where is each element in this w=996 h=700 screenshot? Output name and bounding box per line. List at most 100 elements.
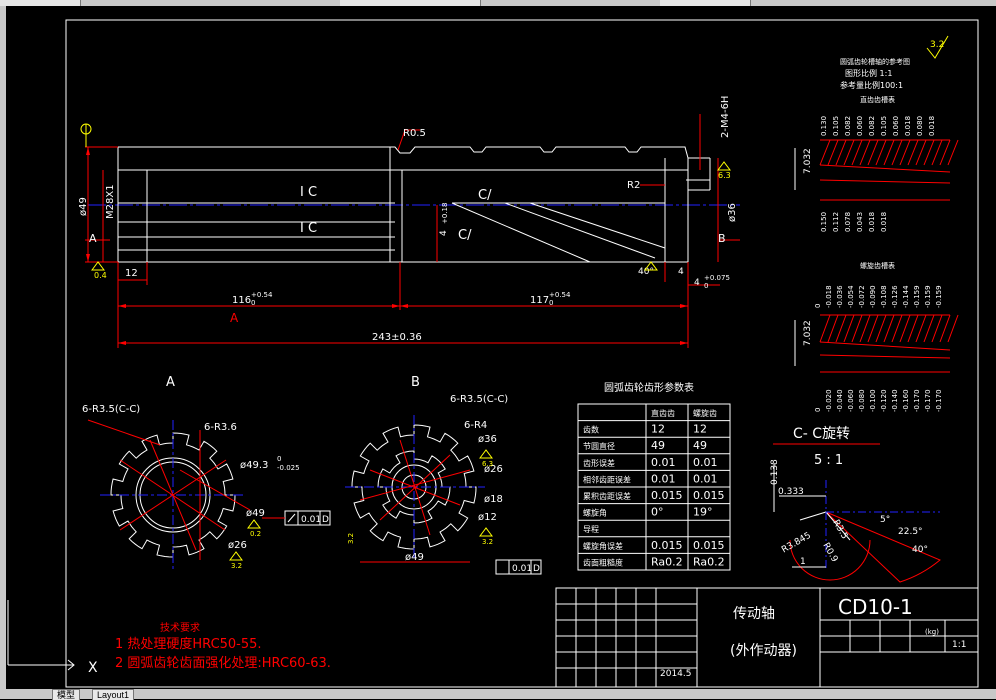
svg-text:A: A [230, 311, 239, 325]
svg-text:6.3: 6.3 [718, 171, 731, 180]
hatch-line [907, 139, 919, 166]
svg-text:6-R4: 6-R4 [464, 420, 487, 431]
spec-value: 0 [814, 408, 822, 412]
spec-value: -0.100 [869, 389, 877, 412]
toolbar-segment[interactable] [0, 0, 81, 6]
hatch-line [875, 139, 887, 166]
svg-text:1:1: 1:1 [952, 640, 966, 650]
svg-text:0.138: 0.138 [770, 459, 780, 485]
spec-value: 0.150 [820, 212, 828, 232]
spec-value: -0.144 [902, 285, 910, 308]
hatch-line [827, 139, 839, 166]
svg-text:5°: 5° [880, 515, 890, 525]
svg-text:40°: 40° [912, 545, 928, 555]
svg-text:6-R3.5(C-C): 6-R3.5(C-C) [450, 394, 508, 405]
table-cell: 0.01 [651, 472, 676, 485]
hatch-line [827, 314, 839, 343]
spec-value: -0.108 [880, 285, 888, 308]
spec-value: -0.018 [825, 285, 833, 308]
table-cell: 19° [693, 506, 713, 519]
svg-text:0.2: 0.2 [250, 530, 261, 538]
svg-text:0.4: 0.4 [94, 271, 107, 280]
svg-text:ø49: ø49 [405, 552, 424, 563]
hatch-line [899, 139, 911, 166]
svg-text:I C: I C [300, 221, 317, 236]
hatch-line [891, 314, 903, 343]
svg-text:+0.18: +0.18 [441, 203, 449, 224]
spec-value: -0.159 [924, 285, 932, 308]
spec-value: -0.060 [847, 389, 855, 412]
table-cell: 0.01 [693, 456, 718, 469]
hatch-line [907, 314, 919, 343]
svg-text:6.3: 6.3 [482, 460, 493, 468]
svg-text:M28X1: M28X1 [105, 184, 116, 219]
svg-text:12: 12 [125, 268, 138, 279]
svg-text:0.01: 0.01 [512, 564, 532, 574]
svg-text:技术要求: 技术要求 [160, 621, 200, 634]
spec-value: -0.160 [902, 389, 910, 412]
shaft-view: R0.5 R2 ø49 M28X1 ø36 2-M4-6H I C I C C/… [78, 96, 740, 348]
tab-layout1[interactable]: Layout1 [92, 689, 135, 700]
svg-text:ø36: ø36 [727, 203, 738, 222]
svg-text:1: 1 [800, 557, 806, 567]
spec-value: 0.082 [868, 116, 876, 136]
svg-text:R0.9: R0.9 [820, 541, 839, 564]
toolbar-segment[interactable] [340, 0, 481, 6]
svg-text:X: X [88, 660, 98, 676]
title-bar [0, 0, 996, 6]
hatch-line [859, 314, 871, 343]
spec-value: -0.170 [913, 389, 921, 412]
spec-value: -0.080 [858, 389, 866, 412]
table-cell: 螺旋角 [583, 508, 607, 518]
table-cell: 螺旋齿 [693, 408, 717, 418]
svg-text:-0.025: -0.025 [277, 464, 300, 472]
svg-text:6-R3.5(C-C): 6-R3.5(C-C) [82, 404, 140, 415]
svg-text:C- C旋转: C- C旋转 [793, 426, 850, 442]
hatch-line [915, 314, 927, 343]
spec-value: 0.018 [928, 116, 936, 136]
cc-rotated-view: C- C旋转 5 : 1 0.138 0.333 R3.845 R3.5 R0.… [770, 426, 941, 583]
svg-text:R3.5: R3.5 [830, 518, 849, 541]
svg-text:ø36: ø36 [478, 434, 497, 445]
table-cell: 导程 [583, 525, 599, 534]
svg-text:(外作动器): (外作动器) [730, 643, 797, 659]
hatch-line [939, 314, 951, 343]
surface-roughness-mark: 3.2 [926, 35, 949, 59]
table-cell: 0.01 [651, 456, 676, 469]
spec-value: 0.060 [856, 116, 864, 136]
toolbar-segment[interactable] [660, 0, 751, 6]
hatch-line [867, 139, 879, 166]
svg-text:+0.54: +0.54 [549, 291, 571, 299]
title-block: 传动轴 (外作动器) CD10-1 1:1 (kg) 2014.5 [555, 587, 979, 688]
table-cell: 12 [651, 423, 665, 436]
spec-value: -0.170 [924, 389, 932, 412]
svg-text:243±0.36: 243±0.36 [372, 332, 422, 343]
table-cell: 相邻齿距误差 [583, 474, 631, 484]
left-scrollbar[interactable] [0, 6, 6, 699]
tab-model[interactable]: 模型 [52, 689, 81, 700]
svg-text:+0.54: +0.54 [251, 291, 273, 299]
hatch-line [923, 314, 935, 343]
drawing-frame [65, 19, 979, 688]
svg-text:117: 117 [530, 295, 549, 306]
svg-text:5 : 1: 5 : 1 [814, 453, 843, 468]
table-cell: Ra0.2 [651, 555, 683, 568]
hatch-line [891, 139, 903, 166]
table-cell: 0.015 [651, 489, 683, 502]
svg-text:0: 0 [549, 299, 553, 307]
svg-text:7.032: 7.032 [803, 320, 813, 346]
spec-value: -0.120 [880, 389, 888, 412]
svg-text:R0.5: R0.5 [403, 128, 426, 139]
spec-value: -0.036 [836, 285, 844, 308]
table-cell: 齿数 [583, 425, 599, 435]
spec-value: -0.140 [891, 389, 899, 412]
svg-text:圆弧齿轮槽轴的参考图: 圆弧齿轮槽轴的参考图 [840, 57, 910, 66]
hatch-line [899, 314, 911, 343]
svg-text:3.2: 3.2 [482, 538, 493, 546]
spec-value: -0.159 [935, 285, 943, 308]
spec-value: -0.159 [913, 285, 921, 308]
hatch-line [875, 314, 887, 343]
table-cell: 0.01 [693, 472, 718, 485]
